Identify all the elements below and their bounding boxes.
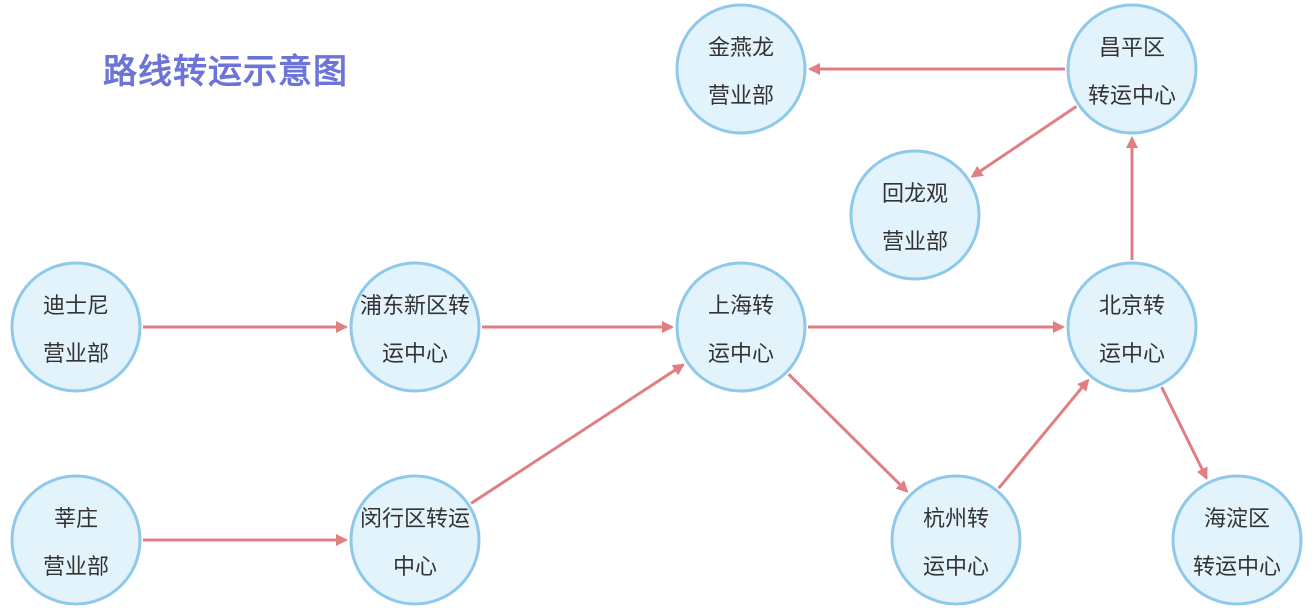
node-circle bbox=[1171, 474, 1303, 606]
node-label-line: 转运中心 bbox=[1193, 555, 1281, 580]
arrow-beijing-to-haidian bbox=[1160, 386, 1208, 480]
arrow-hangzhou-to-beijing bbox=[997, 378, 1090, 490]
node-label-line: 营业部 bbox=[43, 555, 109, 580]
node-label-line: 浦东新区转 bbox=[360, 294, 470, 319]
node-circle bbox=[1066, 261, 1198, 393]
node-circle bbox=[675, 3, 807, 135]
node-circle bbox=[10, 474, 142, 606]
node-label-line: 昌平区 bbox=[1099, 36, 1165, 61]
node-circle bbox=[675, 261, 807, 393]
node-label-line: 海淀区 bbox=[1204, 507, 1270, 532]
node-label-line: 运中心 bbox=[923, 555, 989, 580]
node-label-line: 运中心 bbox=[708, 342, 774, 367]
node-label-line: 闵行区转运 bbox=[360, 507, 470, 532]
node-label-line: 营业部 bbox=[708, 84, 774, 109]
arrow-shanghai-to-hangzhou bbox=[787, 373, 909, 493]
node-label-line: 上海转 bbox=[708, 294, 774, 319]
node-circle bbox=[349, 261, 481, 393]
node-label-line: 营业部 bbox=[43, 342, 109, 367]
node-label-line: 杭州转 bbox=[923, 507, 989, 532]
node-label-line: 营业部 bbox=[882, 230, 948, 255]
edges-layer bbox=[143, 63, 1208, 546]
node-circle bbox=[349, 474, 481, 606]
node-label-line: 转运中心 bbox=[1088, 84, 1176, 109]
node-circle bbox=[890, 474, 1022, 606]
node-circle bbox=[10, 261, 142, 393]
node-label-line: 北京转 bbox=[1099, 294, 1165, 319]
node-label-line: 中心 bbox=[393, 555, 437, 580]
node-circle bbox=[1066, 3, 1198, 135]
node-label-line: 运中心 bbox=[382, 342, 448, 367]
node-label-line: 莘庄 bbox=[54, 507, 98, 532]
page-title: 路线转运示意图 bbox=[103, 52, 348, 92]
node-circle bbox=[849, 149, 981, 281]
node-label-line: 回龙观 bbox=[882, 182, 948, 207]
node-label-line: 运中心 bbox=[1099, 342, 1165, 367]
nodes-layer: 金燕龙营业部昌平区转运中心回龙观营业部迪士尼营业部浦东新区转运中心上海转运中心北… bbox=[10, 3, 1303, 606]
node-label-line: 金燕龙 bbox=[708, 36, 774, 61]
arrow-minhang-to-shanghai bbox=[470, 363, 685, 505]
node-label-line: 迪士尼 bbox=[43, 294, 109, 319]
arrow-changping-to-huilongguan bbox=[970, 105, 1078, 178]
